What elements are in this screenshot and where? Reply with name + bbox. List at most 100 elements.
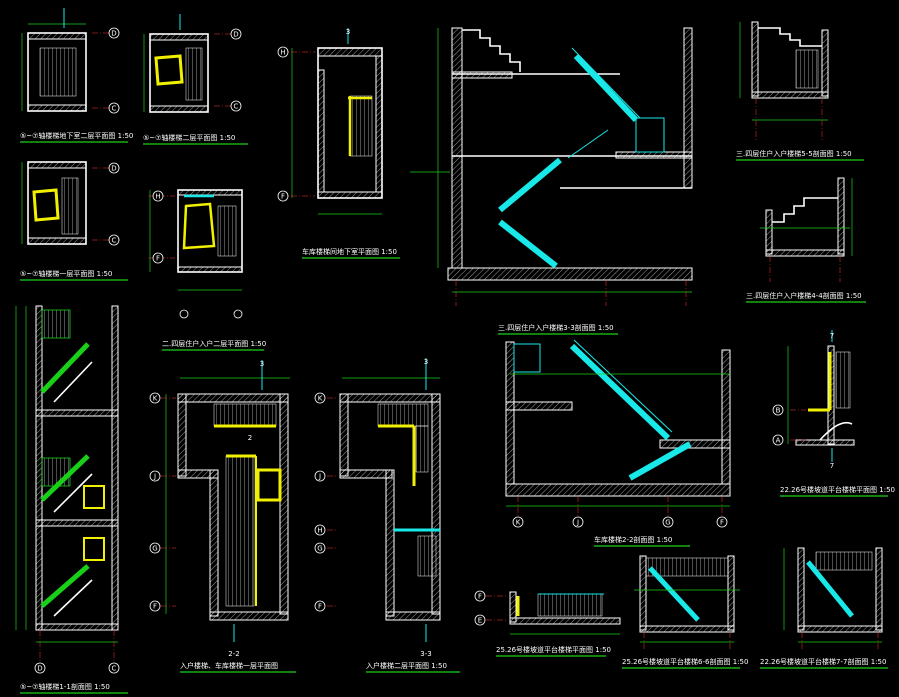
axis-bubble-h1 [152, 190, 164, 202]
section-2-2-garage-stair [505, 339, 731, 516]
section-7-7-ramp [783, 547, 883, 650]
axis-bubble-k1 [149, 392, 161, 404]
axis-bubble-c2 [230, 100, 242, 112]
axis-label-k3: K [516, 519, 521, 527]
axis-label-h2: H [280, 49, 285, 57]
axis-label-g3: G [665, 519, 670, 527]
axis-bubble-g1 [149, 542, 161, 554]
caption-section-5-5: 三.四层住户入户楼梯5-5剖面图 1:50 [736, 149, 852, 158]
section-mark-2-2: 2-2 [228, 650, 239, 658]
caption-ramp-plan-22-26: 22.26号楼坡道平台楼梯平面图 1:50 [780, 485, 895, 494]
axis-bubble-d2 [230, 28, 242, 40]
axis-bubble-a [772, 434, 784, 446]
axis-label-c4: C [112, 665, 117, 673]
axis-label-d3: D [111, 165, 116, 173]
plan-entry-second-floor-b [316, 358, 441, 642]
axis-bubble-d1 [108, 27, 120, 39]
axis-label-k2: K [318, 395, 323, 403]
caption-garage-basement-plan: 车库楼梯间地下室平面图 1:50 [302, 247, 397, 256]
axis-bubble-f3 [149, 600, 161, 612]
section-6-6-ramp [634, 555, 740, 650]
section-mark-3b: 3 [260, 360, 264, 368]
plan-entry-second-floor [148, 189, 243, 291]
axis-bubble-d3 [108, 162, 120, 174]
axis-label-f6: F [478, 593, 482, 601]
axis-label-j2: J [318, 473, 321, 481]
axis-label-d2: D [233, 31, 238, 39]
axis-label-b: B [776, 407, 781, 415]
axis-bubble-c4 [108, 662, 120, 674]
caption-section-3-3: 三.四层住户入户楼梯3-3剖面图 1:50 [498, 323, 614, 332]
section-5-5-entry-stair [739, 21, 829, 140]
caption-section-7-7: 22.26号楼坡道平台楼梯7-7剖面图 1:50 [760, 657, 886, 666]
caption-second-floor-plan: ⑤~⑦轴楼梯二层平面图 1:50 [143, 133, 235, 142]
axis-label-a: A [776, 437, 781, 445]
caption-section-6-6: 25.26号楼坡道平台楼梯6-6剖面图 1:50 [622, 657, 748, 666]
plan-basement-stair-5-7 [21, 8, 120, 112]
axis-bubble-b [772, 404, 784, 416]
axis-label-f3: F [153, 603, 157, 611]
section-mark-7a: 7 [830, 332, 834, 340]
axis-bubble-c3 [108, 234, 120, 246]
plan-first-floor-stair-5-7 [21, 161, 120, 245]
axis-label-e: E [478, 617, 482, 625]
axis-label-f2: F [281, 193, 285, 201]
axis-label-h1: H [155, 193, 160, 201]
axis-bubble-k3 [512, 516, 524, 528]
section-mark-3c: 3 [424, 358, 428, 366]
plan-ramp-platform-25-26 [486, 591, 621, 635]
axis-bubble-f2 [277, 190, 289, 202]
axis-label-f5: F [720, 519, 724, 527]
axis-label-d4: D [37, 665, 42, 673]
axis-bubble-g3 [662, 516, 674, 528]
axis-label-g1: G [152, 545, 157, 553]
axis-bubble-f6 [474, 590, 486, 602]
axis-bubble-bottom-2 [233, 309, 243, 319]
axis-label-h3: H [317, 527, 322, 535]
axis-bubble-f1 [152, 252, 164, 264]
axis-label-k1: K [153, 395, 158, 403]
caption-section-2-2: 车库楼梯2-2剖面图 1:50 [594, 535, 672, 544]
caption-ramp-plan-25-26: 25.26号楼坡道平台楼梯平面图 1:50 [496, 645, 611, 654]
plan-second-floor-stair-5-7 [143, 14, 240, 113]
axis-bubble-f4 [314, 600, 326, 612]
caption-section-4-4: 三.四层住户入户楼梯4-4剖面图 1:50 [746, 291, 862, 300]
section-mark-2: 2 [248, 434, 252, 442]
axis-label-j1: J [153, 473, 156, 481]
axis-label-f1: F [156, 255, 160, 263]
section-mark-3-3: 3-3 [420, 650, 431, 658]
axis-bubble-bottom-1 [179, 309, 189, 319]
axis-bubble-h2 [277, 46, 289, 58]
axis-bubble-d4 [34, 662, 46, 674]
section-3-3-entry-stair [410, 27, 693, 306]
axis-bubble-g2 [314, 542, 326, 554]
axis-bubble-e [474, 614, 486, 626]
axis-label-c2: C [234, 103, 239, 111]
axis-label-g2: G [317, 545, 322, 553]
axis-label-d1: D [111, 30, 116, 38]
axis-bubble-h3 [314, 524, 326, 536]
caption-entry-second-floor-b: 入户楼梯二层平面图 1:50 [366, 661, 447, 670]
axis-bubble-j3 [572, 516, 584, 528]
axis-label-c1: C [112, 105, 117, 113]
axis-label-j3: J [576, 519, 579, 527]
section-1-1-stair-5-7 [15, 305, 119, 662]
axis-bubble-j2 [314, 470, 326, 482]
axis-label-f4: F [318, 603, 322, 611]
axis-bubble-k2 [314, 392, 326, 404]
caption-entry-second-floor: 二.四层住户入户二层平面图 1:50 [162, 339, 266, 348]
axis-bubble-c1 [108, 102, 120, 114]
plan-entry-garage-first-floor [150, 360, 290, 642]
plan-ramp-platform-22-26 [787, 330, 855, 462]
caption-section-1-1: ⑤~⑦轴楼梯1-1剖面图 1:50 [20, 682, 110, 691]
caption-basement-plan: ⑤~⑦轴楼梯地下室二层平面图 1:50 [20, 131, 133, 140]
axis-bubble-j1 [149, 470, 161, 482]
section-mark-7b: 7 [830, 462, 834, 470]
axis-label-c3: C [112, 237, 117, 245]
section-mark-3a: 3 [346, 28, 350, 36]
axis-bubble-f5 [716, 516, 728, 528]
section-4-4-entry-stair [760, 177, 853, 282]
caption-first-floor-plan: ⑤~⑦轴楼梯一层平面图 1:50 [20, 269, 112, 278]
caption-entry-garage-first-floor: 入户楼梯、车库楼梯一层平面图 [180, 661, 278, 670]
